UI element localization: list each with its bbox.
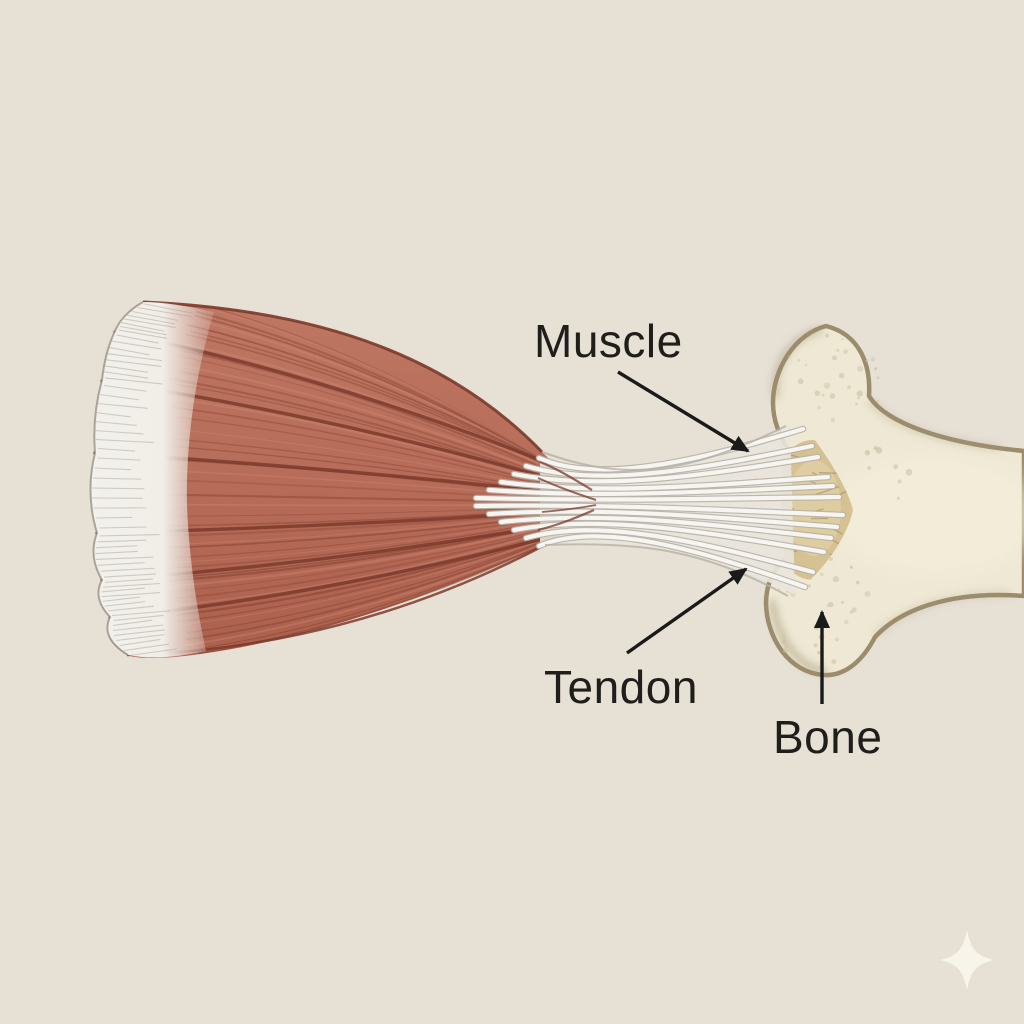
tendon-label: Tendon <box>544 661 698 713</box>
bone-shading <box>768 327 1011 675</box>
muscle-origin-caps <box>90 302 214 658</box>
tendon-bottom-edge <box>544 543 789 597</box>
muscle-arrow <box>617 370 750 453</box>
tendon-strands <box>473 426 846 590</box>
muscle-top-outline <box>142 300 544 454</box>
muscle-tendon-interdigitation <box>537 460 597 532</box>
sparkle-watermark-icon <box>940 930 994 990</box>
cap-striations <box>92 303 193 657</box>
muscle-illustration <box>89 300 591 658</box>
bone-highlight <box>830 455 1024 575</box>
annotation-arrows <box>617 370 830 704</box>
tendon-arrow <box>626 567 748 655</box>
muscle-caps-outline <box>89 301 144 656</box>
bone-speckles <box>777 333 913 665</box>
muscle-label: Muscle <box>534 315 683 367</box>
bone-label: Bone <box>773 711 883 763</box>
